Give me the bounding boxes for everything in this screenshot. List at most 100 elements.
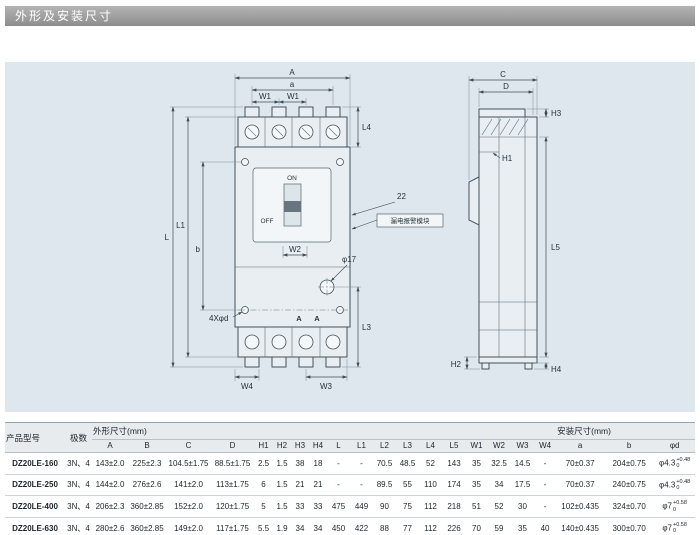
cell-L4: 110 — [419, 474, 442, 497]
cell-L5: 218 — [442, 495, 466, 518]
cell-L: 475 — [327, 495, 350, 518]
cell-W4: - — [534, 452, 557, 475]
drawing-panel: ON OFF A a W1 W1 L4 L — [5, 62, 695, 412]
column-header-W1: W1 — [466, 439, 487, 453]
dim-label-h1: H1 — [502, 154, 513, 163]
dim-label-d: D — [503, 82, 509, 91]
dim-label-c: C — [500, 70, 506, 79]
cell-L4: 52 — [419, 452, 442, 475]
cell-H1: 2.5 — [254, 452, 273, 475]
table-group-header-row: 产品型号 极数 外形尺寸(mm) 安装尺寸(mm) — [5, 422, 696, 453]
dim-label-w1-left: W1 — [259, 92, 272, 101]
column-header-H4: H4 — [309, 439, 327, 453]
column-header-L4: L4 — [419, 439, 442, 453]
cell-W1: 70 — [466, 517, 487, 535]
dim-label-w2: W2 — [289, 245, 302, 254]
cell-D: 113±1.75 — [211, 474, 254, 497]
section-mark-a-right: A — [314, 314, 320, 323]
dim-label-w3: W3 — [320, 382, 333, 391]
side-view: C D H3 H1 L5 H2 H4 — [451, 70, 562, 374]
cell-D: 88.5±1.75 — [211, 452, 254, 475]
cell-L5: 174 — [442, 474, 466, 497]
col-header-poles: 极数 — [65, 422, 92, 453]
dim-label-h3: H3 — [551, 109, 562, 118]
column-header-L: L — [327, 439, 350, 453]
front-view: ON OFF A a W1 W1 L4 L — [165, 68, 444, 391]
cell-D: 117±1.75 — [211, 517, 254, 535]
cell-H4: 34 — [309, 517, 327, 535]
cell-poles: 3N、4 — [65, 474, 92, 497]
cell-L: - — [327, 452, 350, 475]
cell-B: 360±2.85 — [128, 495, 166, 518]
dim-label-l1: L1 — [176, 221, 185, 230]
cell-L4: 112 — [419, 495, 442, 518]
dim-label-l: L — [165, 233, 170, 242]
column-header-H3: H3 — [291, 439, 309, 453]
cell-C: 141±2.0 — [166, 474, 211, 497]
cell-L1: 449 — [350, 495, 373, 518]
dim-label-a: a — [290, 80, 295, 89]
cell-H1: 5 — [254, 495, 273, 518]
cell-W2: 59 — [487, 517, 511, 535]
dim-label-h2: H2 — [451, 360, 462, 369]
column-header-L1: L1 — [350, 439, 373, 453]
cell-L5: 226 — [442, 517, 466, 535]
cell-L3: 48.5 — [396, 452, 419, 475]
cell-D: 120±1.75 — [211, 495, 254, 518]
cell-H3: 38 — [291, 452, 309, 475]
cell-b: 240±0.75 — [604, 474, 655, 497]
cell-H4: 33 — [309, 495, 327, 518]
front-view-dimensions: A a W1 W1 L4 L L1 b — [165, 68, 444, 391]
column-header-L2: L2 — [373, 439, 396, 453]
column-header-H2: H2 — [273, 439, 291, 453]
column-header-a: a — [556, 439, 605, 453]
dim-label-l3: L3 — [362, 323, 371, 332]
cell-L3: 55 — [396, 474, 419, 497]
column-header-W2: W2 — [487, 439, 511, 453]
cell-a: 102±0.435 — [556, 495, 605, 518]
cell-C: 149±2.0 — [166, 517, 211, 535]
section-title: 外形及安装尺寸 — [15, 9, 114, 23]
dim-label-b: b — [196, 245, 201, 254]
cell-poles: 3N、4 — [65, 495, 92, 518]
cell-W3: 17.5 — [511, 474, 534, 497]
col-header-product-model: 产品型号 — [5, 422, 65, 453]
cell-product-model: DZ20LE-160 — [5, 452, 65, 475]
column-header-W3: W3 — [511, 439, 534, 453]
cell-W4: - — [534, 495, 557, 518]
cell-a: 70±0.37 — [556, 474, 605, 497]
cell-A: 143±2.0 — [92, 452, 128, 475]
cell-W4: 40 — [534, 517, 557, 535]
cell-W3: 14.5 — [511, 452, 534, 475]
cell-L3: 75 — [396, 495, 419, 518]
column-header-W4: W4 — [534, 439, 557, 453]
cell-L2: 88 — [373, 517, 396, 535]
on-label: ON — [287, 175, 297, 182]
column-header-φd: φd — [654, 439, 696, 453]
cell-L2: 70.5 — [373, 452, 396, 475]
cell-product-model: DZ20LE-630 — [5, 517, 65, 535]
cell-H1: 6 — [254, 474, 273, 497]
column-header-A: A — [92, 439, 128, 453]
cell-W1: 35 — [466, 474, 487, 497]
dim-label-w1-right: W1 — [287, 92, 300, 101]
cell-L2: 90 — [373, 495, 396, 518]
side-view-dimensions: C D H3 H1 L5 H2 H4 — [451, 70, 562, 374]
cell-A: 280±2.6 — [92, 517, 128, 535]
cell-B: 276±2.6 — [128, 474, 166, 497]
column-header-L5: L5 — [442, 439, 466, 453]
column-header-L3: L3 — [396, 439, 419, 453]
dim-label-overall-width-A: A — [289, 68, 295, 77]
dim-label-l5: L5 — [551, 243, 560, 252]
cell-poles: 3N、4 — [65, 517, 92, 535]
column-header-B: B — [128, 439, 166, 453]
cell-poles: 3N、4 — [65, 452, 92, 475]
cell-b: 324±0.70 — [604, 495, 655, 518]
